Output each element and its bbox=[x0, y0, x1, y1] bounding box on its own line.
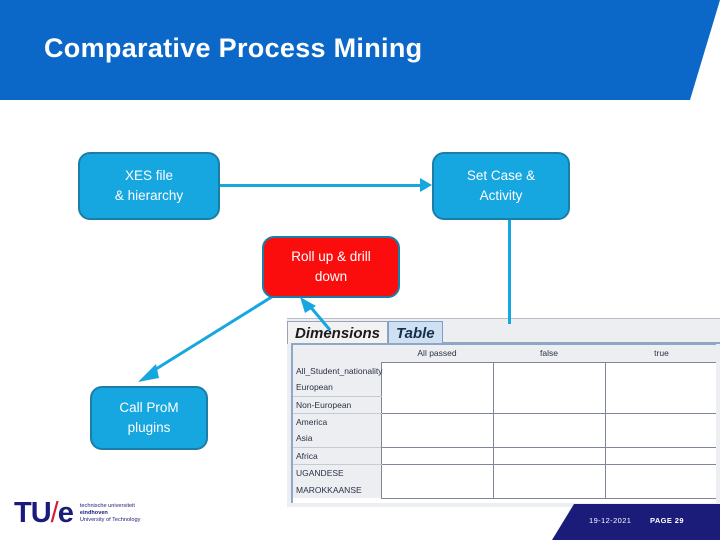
table-cell[interactable] bbox=[493, 396, 606, 414]
tue-logo-wordmark: technische universiteit eindhoven Univer… bbox=[80, 503, 141, 523]
table-row[interactable]: UGANDESE bbox=[293, 464, 716, 499]
table-cell[interactable] bbox=[605, 464, 716, 499]
table-cell[interactable] bbox=[493, 464, 606, 499]
table-row-label: MAROKKAANSE bbox=[293, 481, 382, 498]
footer-date: 19-12-2021 bbox=[589, 516, 632, 525]
table-cell[interactable] bbox=[605, 396, 716, 414]
logo-tu-text: TU bbox=[14, 497, 52, 529]
page-title: Comparative Process Mining bbox=[44, 33, 423, 63]
table-cell[interactable] bbox=[605, 362, 716, 396]
table-cell[interactable] bbox=[381, 362, 494, 396]
footer-banner: 19-12-2021 PAGE 29 bbox=[552, 504, 720, 540]
flow-box-set-case-activity-label: Set Case & Activity bbox=[466, 168, 536, 203]
data-grid: All passed false true All_Student_nation… bbox=[293, 345, 716, 499]
table-row[interactable]: European bbox=[293, 379, 716, 397]
connector-setcase-to-table bbox=[508, 220, 511, 324]
tab-dimensions[interactable]: Dimensions bbox=[287, 321, 389, 344]
flow-box-xes-file-label: XES file & hierarchy bbox=[114, 168, 184, 203]
table-row[interactable]: Africa bbox=[293, 447, 716, 465]
table-row-label: Africa bbox=[293, 447, 382, 465]
table-cell[interactable] bbox=[493, 447, 606, 465]
table-cell[interactable] bbox=[381, 413, 494, 448]
table-cell[interactable] bbox=[381, 396, 494, 414]
flow-box-set-case-activity[interactable]: Set Case & Activity bbox=[432, 152, 570, 220]
flow-box-roll-up-drill-down[interactable]: Roll up & drill down bbox=[262, 236, 400, 298]
table-column-header-false[interactable]: false bbox=[493, 345, 605, 363]
table-cell[interactable] bbox=[605, 413, 716, 448]
logo-line-1: technische universiteit bbox=[79, 503, 135, 510]
arrowhead-xes-to-setcase-icon bbox=[420, 178, 432, 192]
tab-table[interactable]: Table bbox=[388, 321, 443, 344]
table-row-label: Asia bbox=[293, 430, 382, 448]
table-cell[interactable] bbox=[605, 447, 716, 465]
table-cell[interactable] bbox=[493, 413, 606, 448]
table-row-label: Non-European bbox=[293, 396, 382, 414]
table-row-label: European bbox=[293, 379, 382, 397]
logo-line-3: University of Technology bbox=[79, 516, 141, 523]
table-row[interactable]: Non-European bbox=[293, 396, 716, 414]
table-row-label: UGANDESE bbox=[293, 464, 382, 481]
table-corner-cell bbox=[293, 345, 381, 362]
tue-logo: TU/e technische universiteit eindhoven U… bbox=[14, 499, 140, 528]
table-row[interactable]: MAROKKAANSE bbox=[293, 481, 716, 498]
connector-table-to-rollup bbox=[300, 297, 332, 331]
flow-box-xes-file[interactable]: XES file & hierarchy bbox=[78, 152, 220, 220]
footer-page-number: PAGE 29 bbox=[650, 516, 684, 525]
tab-strip-filler bbox=[442, 319, 720, 344]
tab-table-label: Table bbox=[396, 324, 435, 342]
table-row-label: All_Student_nationality bbox=[293, 362, 382, 379]
logo-slash-icon: / bbox=[50, 497, 59, 529]
screenshot-panel: Dimensions Table All passed false true bbox=[287, 318, 720, 507]
table-cell[interactable] bbox=[381, 464, 494, 499]
tab-strip: Dimensions Table bbox=[287, 319, 720, 344]
table-cell[interactable] bbox=[493, 362, 606, 396]
table-row[interactable]: All_Student_nationality bbox=[293, 362, 716, 396]
table-column-header-all-passed[interactable]: All passed bbox=[381, 345, 493, 363]
connector-xes-to-setcase bbox=[220, 184, 427, 187]
connector-rollup-to-prom bbox=[138, 291, 279, 382]
data-grid-wrapper[interactable]: All passed false true All_Student_nation… bbox=[291, 343, 716, 503]
tab-dimensions-label: Dimensions bbox=[295, 324, 381, 342]
logo-e-text: e bbox=[57, 497, 74, 529]
table-row-label: America bbox=[293, 413, 382, 430]
flow-box-call-prom-plugins-label: Call ProM plugins bbox=[119, 400, 179, 435]
header-banner bbox=[0, 0, 720, 100]
tue-logo-mark: TU/e bbox=[14, 497, 74, 529]
table-row[interactable]: Asia bbox=[293, 430, 716, 448]
table-row[interactable]: America bbox=[293, 413, 716, 448]
flow-box-call-prom-plugins[interactable]: Call ProM plugins bbox=[90, 386, 208, 450]
flow-box-roll-up-drill-down-label: Roll up & drill down bbox=[291, 249, 371, 284]
table-header-row: All passed false true bbox=[293, 345, 716, 363]
logo-line-2: eindhoven bbox=[79, 510, 108, 517]
table-column-header-true[interactable]: true bbox=[605, 345, 716, 363]
table-cell[interactable] bbox=[381, 447, 494, 465]
